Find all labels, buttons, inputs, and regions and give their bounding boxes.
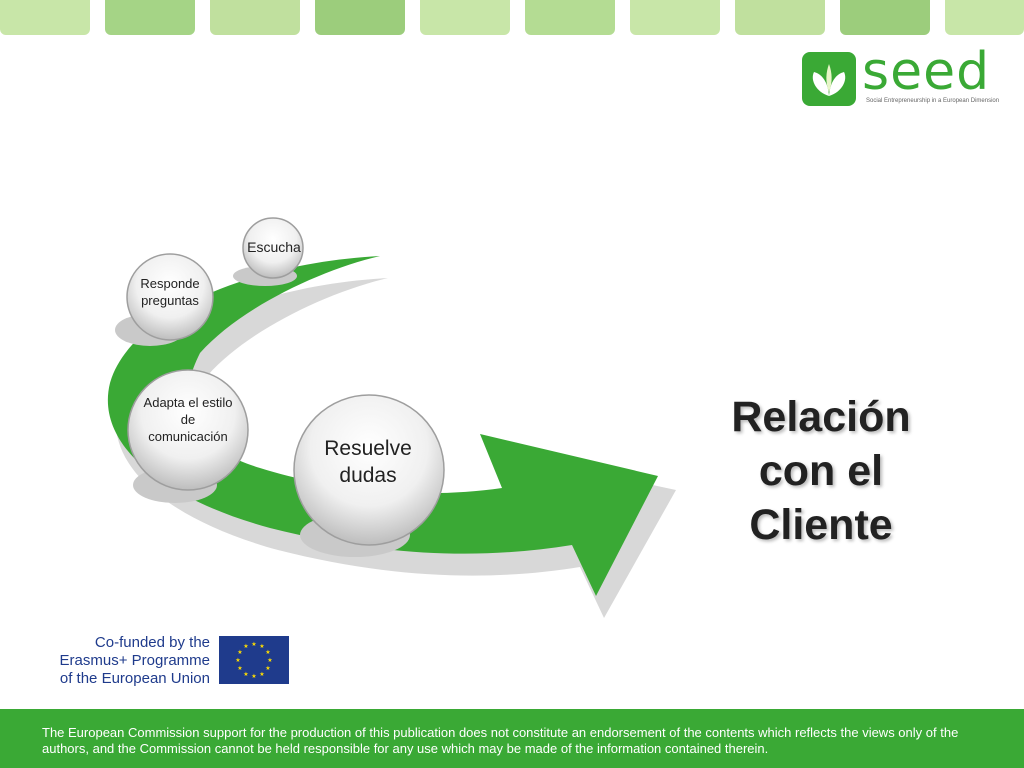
svg-text:★: ★ <box>243 643 248 650</box>
header-tab <box>315 0 405 35</box>
header-tab <box>735 0 825 35</box>
process-diagram: Escucha Responde preguntas Adapta el est… <box>0 150 700 620</box>
footer-bar: The European Commission support for the … <box>0 709 1024 768</box>
title-line: con el <box>758 447 884 495</box>
label-responde: Responde preguntas <box>140 276 200 308</box>
leaf-logo-icon <box>802 52 856 106</box>
header-tab <box>630 0 720 35</box>
seed-logo: seed Social Entrepreneurship in a Europe… <box>800 42 999 110</box>
bubble-adapta <box>127 369 249 491</box>
logo-tagline: Social Entrepreneurship in a European Di… <box>866 98 1000 104</box>
logo-wordmark: seed <box>862 42 991 102</box>
funding-statement: Co-funded by the Erasmus+ Programme of t… <box>50 634 210 688</box>
label-escucha: Escucha <box>247 239 301 255</box>
bubble-escucha <box>242 217 304 279</box>
funding-line: Co-funded by the <box>94 634 210 651</box>
eu-flag-icon: ★ ★ ★ ★ ★ ★ ★ ★ ★ ★ ★ ★ <box>219 636 289 684</box>
slide-title: Relación con el Cliente <box>710 390 932 552</box>
svg-text:★: ★ <box>265 649 270 656</box>
svg-text:★: ★ <box>237 649 242 656</box>
svg-text:★: ★ <box>251 673 256 680</box>
label-resuelve: Resuelve dudas <box>324 437 412 488</box>
svg-text:★: ★ <box>259 671 264 678</box>
arrow-graphic <box>107 217 677 618</box>
header-tab <box>0 0 90 35</box>
header-tab <box>105 0 195 35</box>
footer-disclaimer: The European Commission support for the … <box>42 725 959 756</box>
svg-text:★: ★ <box>243 671 248 678</box>
header-tab <box>420 0 510 35</box>
header-tab <box>840 0 930 35</box>
svg-text:★: ★ <box>251 641 256 648</box>
title-line: Cliente <box>749 501 893 549</box>
svg-text:★: ★ <box>235 657 240 664</box>
funding-line: Erasmus+ Programme <box>59 652 210 669</box>
label-adapta: Adapta el estilo de comunicación <box>143 395 233 444</box>
header-tab <box>210 0 300 35</box>
bubble-responde <box>126 253 214 341</box>
svg-text:★: ★ <box>265 665 270 672</box>
title-line: Relación <box>731 393 911 441</box>
header-tabs <box>0 0 1024 36</box>
header-tab <box>525 0 615 35</box>
bubble-resuelve <box>293 394 445 546</box>
header-tab <box>945 0 1024 35</box>
svg-text:★: ★ <box>259 643 264 650</box>
svg-text:★: ★ <box>267 657 272 664</box>
svg-text:★: ★ <box>237 665 242 672</box>
funding-line: of the European Union <box>59 670 210 687</box>
